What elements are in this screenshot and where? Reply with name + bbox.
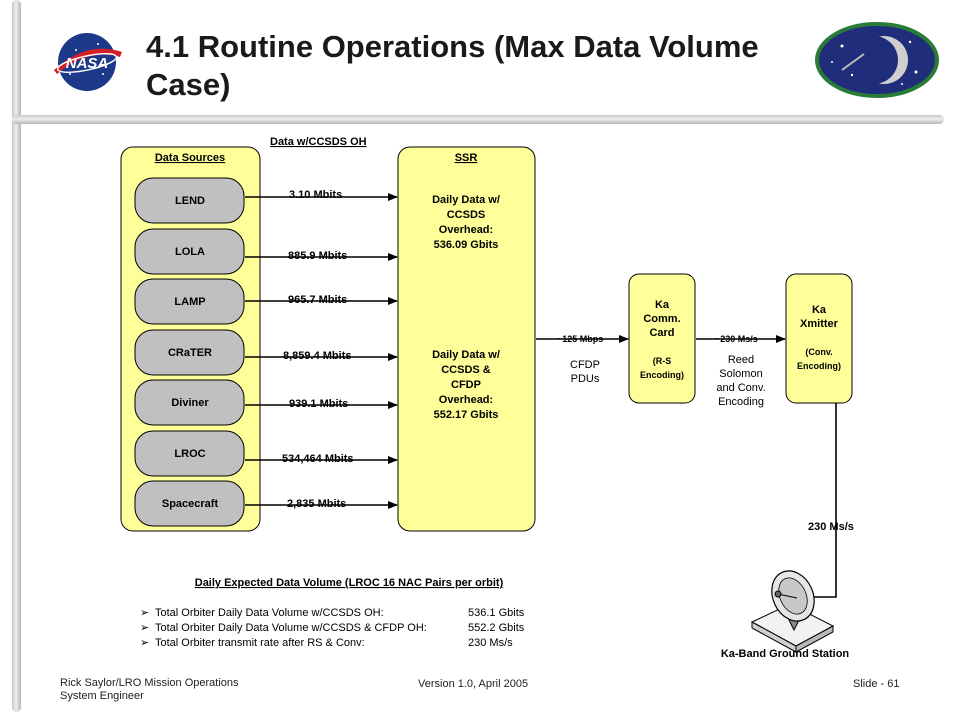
ssr-header: SSR xyxy=(455,152,478,164)
nasa-logo-text: NASA xyxy=(66,55,109,72)
source-label-crater: CRaTER xyxy=(168,347,212,359)
xmitter-sub1: (Conv. xyxy=(805,347,832,357)
source-pill-lola xyxy=(134,228,245,275)
link1-rate: ~125 Mbps xyxy=(557,334,603,344)
rate-lola: 885.9 Mbits xyxy=(288,250,347,262)
rate-lamp: 965.7 Mbits xyxy=(288,294,347,306)
comm-card-sub2: Encoding) xyxy=(640,370,684,380)
downlink-rate: 230 Ms/s xyxy=(808,521,854,533)
page-title: 4.1 Routine Operations (Max Data Volume … xyxy=(146,29,759,102)
summary-value-2: 552.2 Gbits xyxy=(468,622,525,634)
rate-lend: 3.10 Mbits xyxy=(289,189,342,201)
ssr-box xyxy=(397,146,536,532)
summary-value-1: 536.1 Gbits xyxy=(468,607,525,619)
source-label-diviner: Diviner xyxy=(171,397,209,409)
nasa-logo-icon: NASA xyxy=(54,33,122,91)
footer-author-line2: System Engineer xyxy=(60,690,144,702)
source-label-spacecraft: Spacecraft xyxy=(162,498,219,510)
summary-label-3: Total Orbiter transmit rate after RS & C… xyxy=(155,637,365,649)
ssr-block1-line4: 536.09 Gbits xyxy=(434,239,499,251)
comm-card-box xyxy=(628,273,696,404)
data-ccsds-label: Data w/CCSDS OH xyxy=(270,136,367,148)
ssr-block1-line1: Daily Data w/ xyxy=(432,194,500,206)
rate-lroc: 534,464 Mbits xyxy=(282,453,354,465)
ground-station-label: Ka-Band Ground Station xyxy=(721,648,850,660)
summary-bullet-3: ➢ xyxy=(140,637,149,649)
link2-caption-line2: Solomon xyxy=(719,368,762,380)
footer-author-line1: Rick Saylor/LRO Mission Operations xyxy=(60,677,239,689)
link2-caption-line1: Reed xyxy=(728,354,754,366)
source-pills: LEND LOLA LAMP CRaTER Diviner LROC Space… xyxy=(134,177,245,527)
rate-crater: 8,859.4 Mbits xyxy=(283,350,351,362)
source-label-lola: LOLA xyxy=(175,246,205,258)
source-rate-labels: 3.10 Mbits 885.9 Mbits 965.7 Mbits 8,859… xyxy=(282,189,354,510)
summary-list: ➢ Total Orbiter Daily Data Volume w/CCSD… xyxy=(140,607,525,649)
summary-title: Daily Expected Data Volume (LROC 16 NAC … xyxy=(195,577,504,589)
ssr-block-1: Daily Data w/ CCSDS Overhead: 536.09 Gbi… xyxy=(432,194,500,251)
ssr-block2-line1: Daily Data w/ xyxy=(432,349,500,361)
rate-diviner: 939.1 Mbits xyxy=(289,398,348,410)
ssr-block1-line3: Overhead: xyxy=(439,224,493,236)
xmitter-sub2: Encoding) xyxy=(797,361,841,371)
link1-caption-line1: CFDP xyxy=(570,359,600,371)
source-label-lamp: LAMP xyxy=(174,296,205,308)
link1-caption-line2: PDUs xyxy=(571,373,600,385)
source-pill-spacecraft xyxy=(134,480,245,527)
summary-label-1: Total Orbiter Daily Data Volume w/CCSDS … xyxy=(155,607,384,619)
xmitter-line2: Xmitter xyxy=(800,318,839,330)
comm-card-line3: Card xyxy=(649,327,674,339)
downlink-arrow xyxy=(804,403,837,601)
xmitter-line1: Ka xyxy=(812,304,827,316)
ssr-block2-line5: 552.17 Gbits xyxy=(434,409,499,421)
summary-label-2: Total Orbiter Daily Data Volume w/CCSDS … xyxy=(155,622,427,634)
link2-caption-line3: and Conv. xyxy=(716,382,765,394)
slide-frame-vertical xyxy=(12,0,21,712)
link2-rate: ~230 Ms/s xyxy=(715,334,758,344)
source-label-lend: LEND xyxy=(175,195,205,207)
source-pill-lroc xyxy=(134,430,245,477)
ssr-block1-line2: CCSDS xyxy=(447,209,486,221)
link2-caption-line4: Encoding xyxy=(718,396,764,408)
comm-card-sub1: (R-S xyxy=(653,356,672,366)
slide-frame-horizontal xyxy=(12,115,944,124)
data-sources-header: Data Sources xyxy=(155,152,225,164)
footer-slide-number: Slide - 61 xyxy=(853,678,900,690)
ssr-block-2: Daily Data w/ CCSDS & CFDP Overhead: 552… xyxy=(432,349,500,421)
source-pill-crater xyxy=(134,329,245,376)
source-pill-lend xyxy=(134,177,245,224)
source-label-lroc: LROC xyxy=(174,448,205,460)
summary-bullet-1: ➢ xyxy=(140,607,149,619)
rate-spacecraft: 2,835 Mbits xyxy=(287,498,346,510)
footer-author: Rick Saylor/LRO Mission Operations Syste… xyxy=(60,677,239,703)
summary-value-3: 230 Ms/s xyxy=(468,637,513,649)
ground-station-dish-icon xyxy=(750,570,835,653)
ssr-block2-line4: Overhead: xyxy=(439,394,493,406)
footer-version: Version 1.0, April 2005 xyxy=(418,678,529,690)
ssr-block2-line2: CCSDS & xyxy=(441,364,491,376)
lro-moon-logo-icon xyxy=(815,22,939,98)
comm-card-line1: Ka xyxy=(655,299,670,311)
source-pill-lamp xyxy=(134,278,245,325)
summary-bullet-2: ➢ xyxy=(140,622,149,634)
xmitter-box xyxy=(785,273,853,404)
comm-card-line2: Comm. xyxy=(643,313,680,325)
source-pill-diviner xyxy=(134,379,245,426)
source-arrows xyxy=(245,193,398,509)
ssr-block2-line3: CFDP xyxy=(451,379,481,391)
